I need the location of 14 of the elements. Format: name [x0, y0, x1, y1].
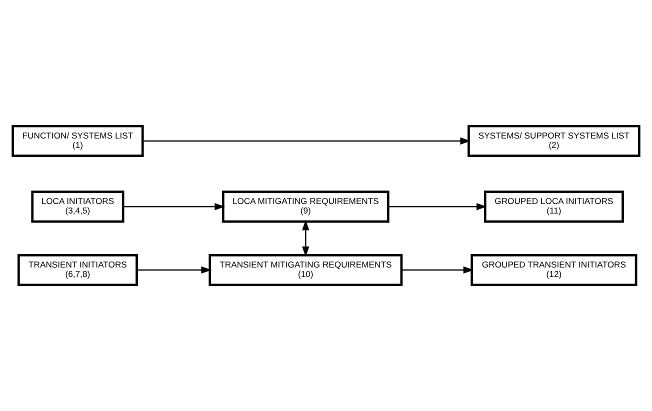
node-box: TRANSIENT MITIGATING REQUIREMENTS (10): [208, 254, 403, 286]
node-box: GROUPED TRANSIENT INITIATORS (12): [470, 254, 638, 286]
node-box: FUNCTION/ SYSTEMS LIST (1): [12, 124, 144, 158]
node-box: LOCA INITIATORS (3,4,5): [31, 190, 124, 223]
node-box: GROUPED LOCA INITIATORS (11): [484, 190, 624, 223]
node-box: TRANSIENT INITIATORS (6,7,8): [18, 254, 138, 286]
arrow: [123, 203, 226, 210]
node-box: LOCA MITIGATING REQUIREMENTS (9): [222, 190, 390, 223]
arrow: [136, 266, 212, 274]
arrow: [142, 137, 471, 145]
arrow: [401, 266, 474, 274]
arrow: [302, 220, 310, 257]
arrow: [388, 203, 487, 210]
node-box: SYSTEMS/ SUPPORT SYSTEMS LIST (2): [468, 124, 640, 158]
